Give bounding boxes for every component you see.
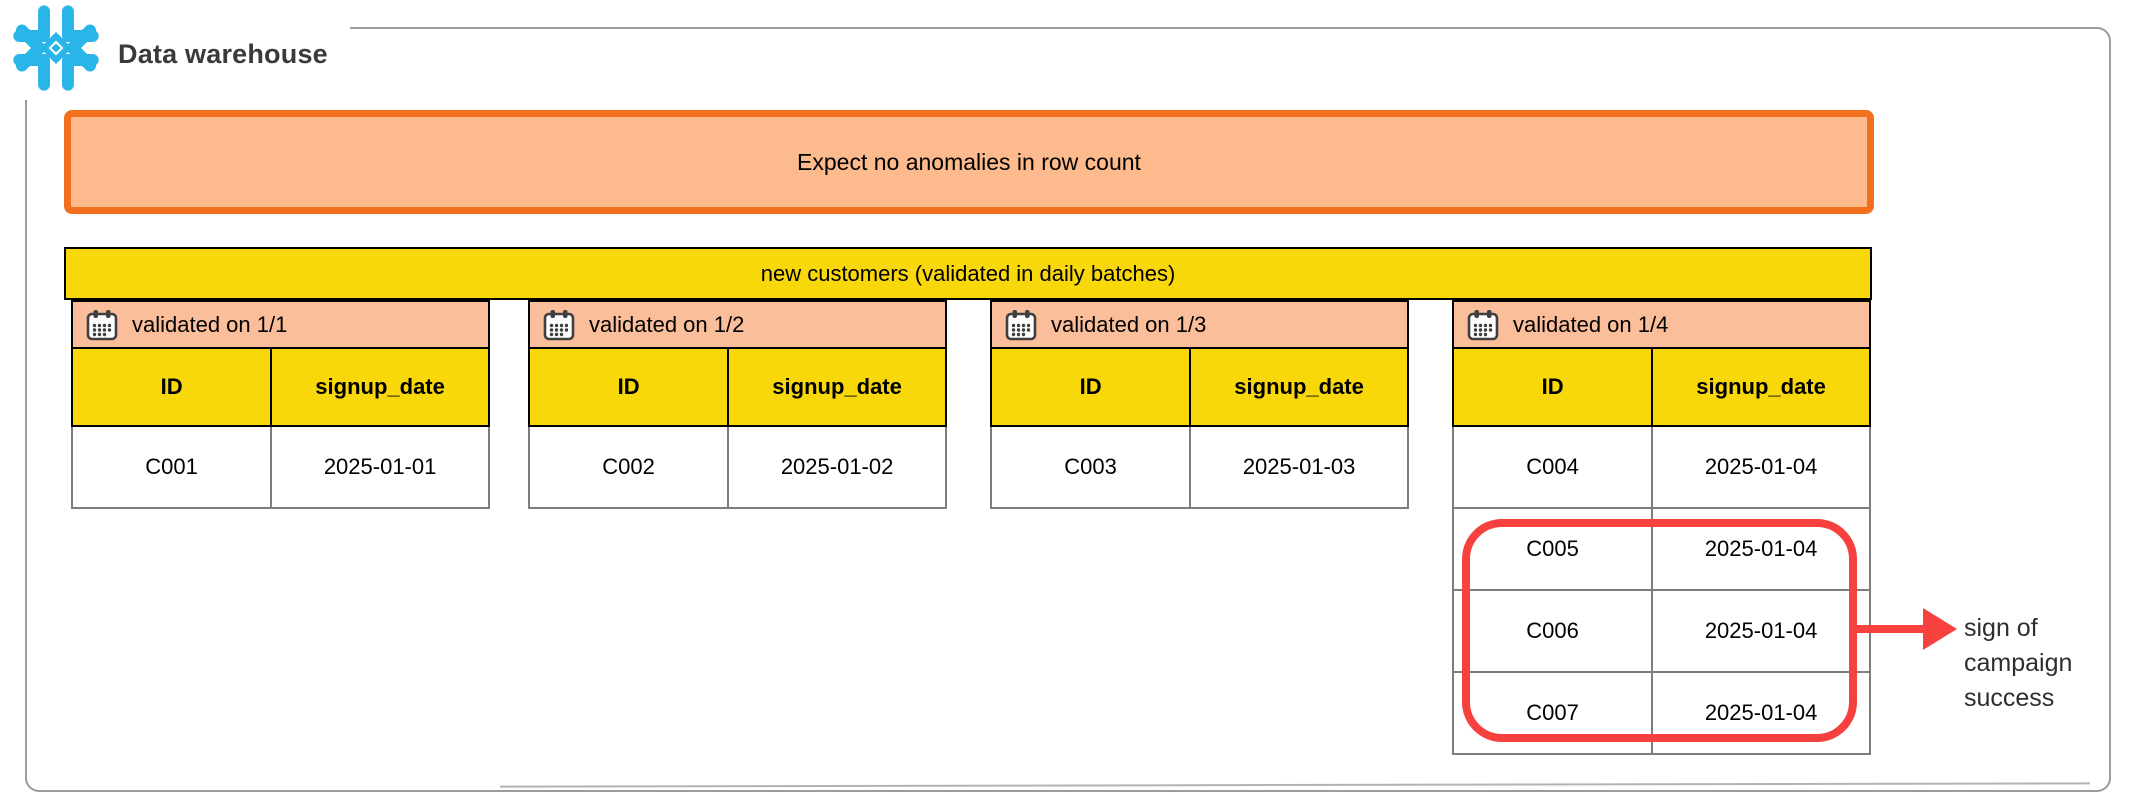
- table-row: C004 2025-01-04: [1452, 427, 1871, 509]
- column-header-row: ID signup_date: [528, 347, 947, 427]
- calendar-icon: [1005, 309, 1037, 340]
- batch-table-header: validated on 1/2: [528, 300, 947, 349]
- column-header-signup-date: signup_date: [1696, 374, 1826, 399]
- column-header-id: ID: [992, 349, 1192, 425]
- annotation-line: sign of: [1964, 614, 2038, 642]
- batch-table-1-2: validated on 1/2 ID signup_date C002 202…: [528, 300, 947, 509]
- cell-signup-date: 2025-01-04: [1704, 454, 1818, 479]
- column-header-id: ID: [73, 349, 273, 425]
- table-row: C003 2025-01-03: [990, 427, 1409, 509]
- annotation-line: campaign: [1964, 649, 2073, 677]
- column-header-row: ID signup_date: [1452, 347, 1871, 427]
- column-header-id: ID: [530, 349, 730, 425]
- annotation-text: sign of campaign success: [1964, 611, 2072, 716]
- batch-table-header: validated on 1/3: [990, 300, 1409, 349]
- annotation-line: success: [1964, 684, 2055, 712]
- column-header-row: ID signup_date: [71, 347, 490, 427]
- expectation-banner: Expect no anomalies in row count: [64, 110, 1874, 214]
- table-row: C001 2025-01-01: [71, 427, 490, 509]
- column-header-row: ID signup_date: [990, 347, 1409, 427]
- column-header-signup-date: signup_date: [772, 374, 902, 399]
- cell-signup-date: 2025-01-04: [1704, 618, 1818, 643]
- brand-header: Data warehouse: [6, 0, 350, 100]
- table-row: C002 2025-01-02: [528, 427, 947, 509]
- arrow-right-icon: [1857, 625, 1927, 633]
- cell-signup-date: 2025-01-01: [323, 454, 437, 479]
- cell-id: C001: [73, 427, 273, 507]
- anomaly-highlight-outline: [1462, 519, 1857, 742]
- table-row: C006 2025-01-04: [1452, 591, 1871, 673]
- arrow-head-icon: [1923, 608, 1957, 650]
- snowflake-logo-icon: [13, 5, 99, 91]
- cell-signup-date: 2025-01-03: [1242, 454, 1356, 479]
- calendar-icon: [1467, 309, 1499, 340]
- column-header-signup-date: signup_date: [315, 374, 445, 399]
- calendar-icon: [543, 309, 575, 340]
- expectation-banner-text: Expect no anomalies in row count: [797, 148, 1141, 175]
- batch-table-title: validated on 1/4: [1513, 311, 1669, 337]
- batch-table-1-3: validated on 1/3 ID signup_date C003 202…: [990, 300, 1409, 509]
- batch-table-title: validated on 1/2: [589, 311, 745, 337]
- batch-table-title: validated on 1/1: [132, 311, 288, 337]
- group-banner: new customers (validated in daily batche…: [64, 247, 1872, 300]
- batch-table-title: validated on 1/3: [1051, 311, 1207, 337]
- cell-id: C002: [530, 427, 730, 507]
- batch-table-1-1: validated on 1/1 ID signup_date C001 202…: [71, 300, 490, 509]
- calendar-icon: [86, 309, 118, 340]
- batch-table-header: validated on 1/4: [1452, 300, 1871, 349]
- cell-signup-date: 2025-01-04: [1704, 536, 1818, 561]
- column-header-signup-date: signup_date: [1234, 374, 1364, 399]
- column-header-id: ID: [1454, 349, 1654, 425]
- cell-id: C007: [1454, 673, 1654, 753]
- cell-signup-date: 2025-01-02: [780, 454, 894, 479]
- batch-table-1-4: validated on 1/4 ID signup_date C004 202…: [1452, 300, 1871, 755]
- cell-id: C003: [992, 427, 1192, 507]
- cell-id: C005: [1454, 509, 1654, 589]
- cell-id: C004: [1454, 427, 1654, 507]
- cell-id: C006: [1454, 591, 1654, 671]
- cell-signup-date: 2025-01-04: [1704, 700, 1818, 725]
- page-title: Data warehouse: [118, 38, 328, 69]
- group-banner-text: new customers (validated in daily batche…: [760, 260, 1176, 286]
- batch-table-header: validated on 1/1: [71, 300, 490, 349]
